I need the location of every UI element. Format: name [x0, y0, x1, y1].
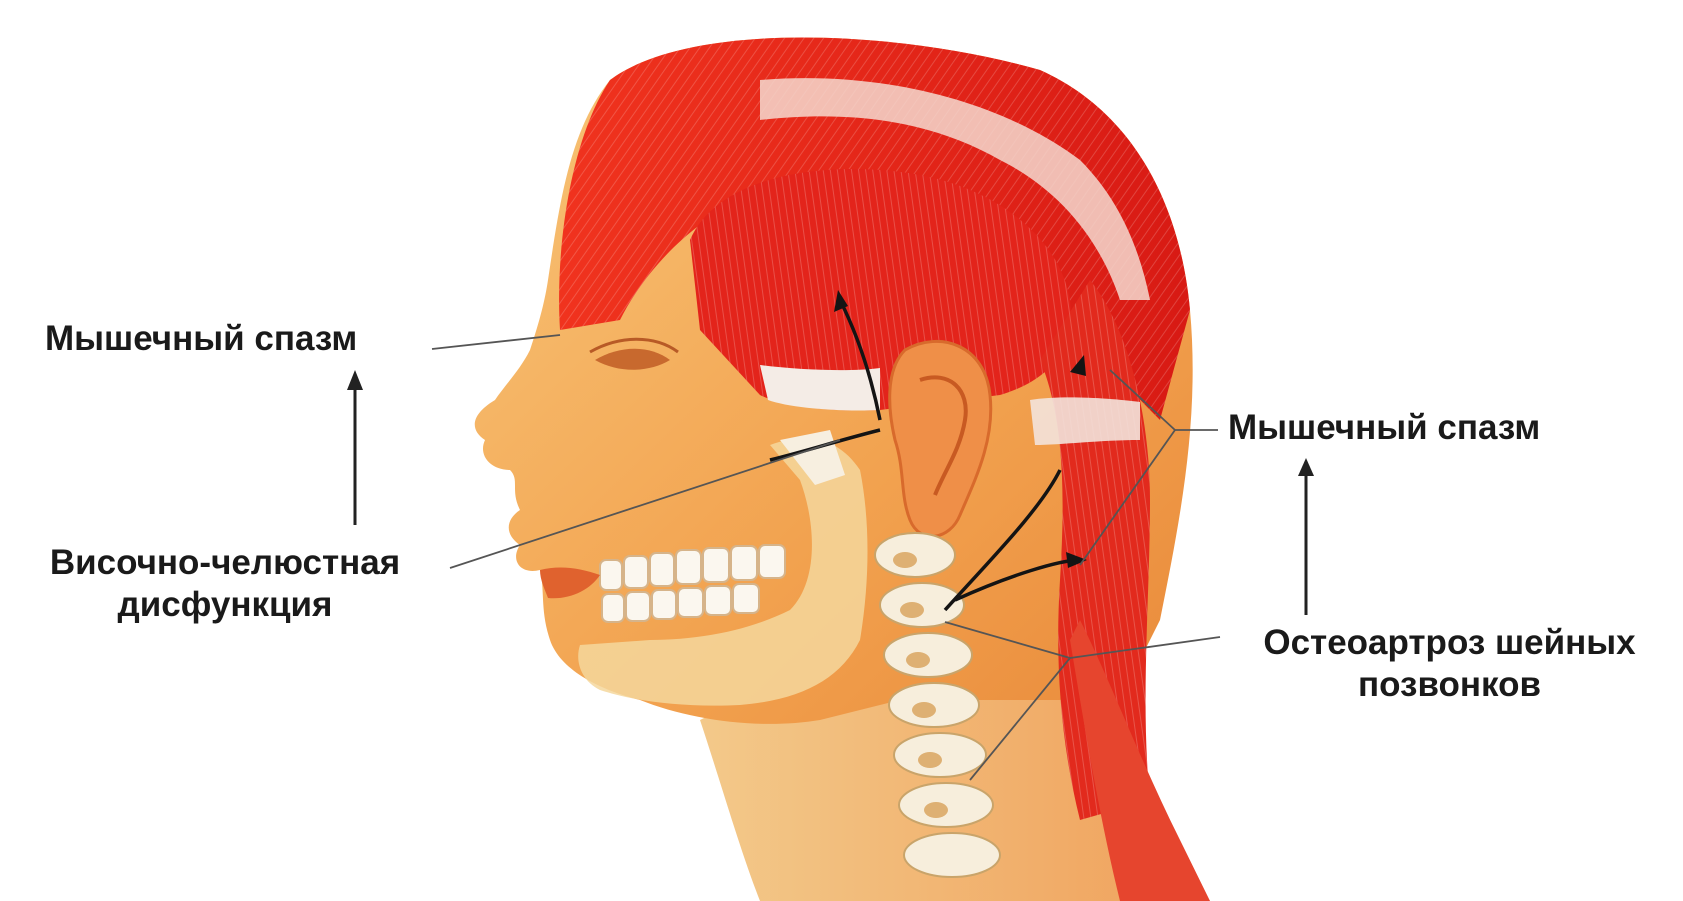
label-tmj-dysfunction: Височно-челюстная дисфункция	[10, 542, 440, 626]
label-osteo-line2: позвонков	[1222, 664, 1677, 706]
causal-arrow-right	[1298, 458, 1314, 615]
label-tmj-line1: Височно-челюстная	[10, 542, 440, 584]
label-muscle-spasm-left: Мышечный спазм	[45, 318, 357, 360]
label-muscle-spasm-right: Мышечный спазм	[1228, 407, 1540, 449]
causal-arrow-left	[347, 370, 363, 525]
label-tmj-line2: дисфункция	[10, 584, 440, 626]
label-cervical-osteoarthrosis: Остеоартроз шейных позвонков	[1222, 622, 1677, 706]
label-osteo-line1: Остеоартроз шейных	[1222, 622, 1677, 664]
neck-tendon	[1030, 397, 1140, 445]
